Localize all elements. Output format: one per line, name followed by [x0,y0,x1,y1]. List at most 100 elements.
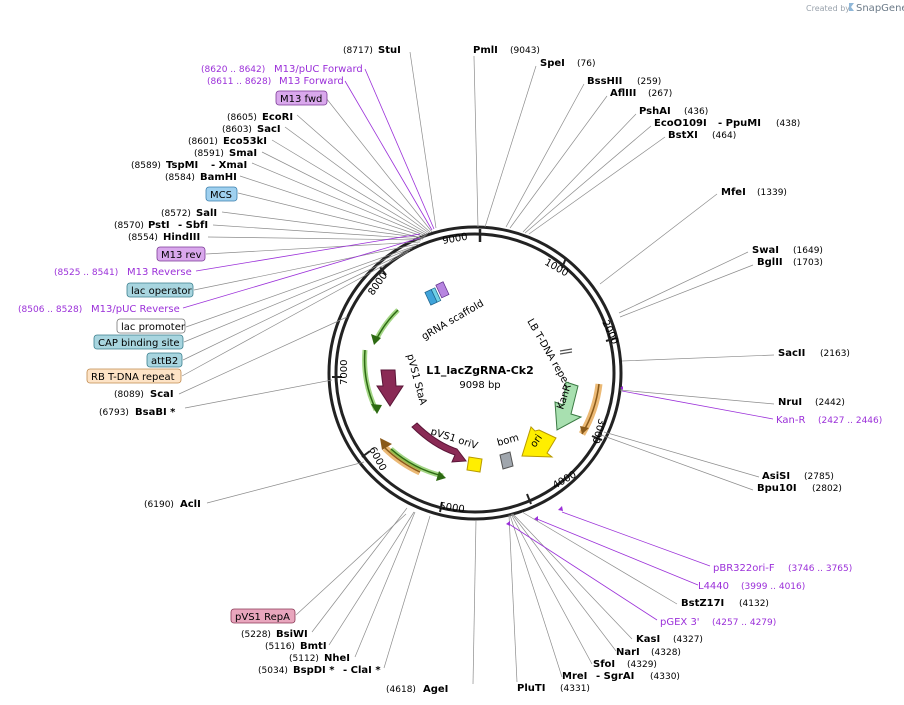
feature-lac-operator[interactable]: lac operator [126,282,194,298]
feature-label-lac-promoter: lac promoter [121,322,186,333]
enzyme-hindiii[interactable]: HindIII [163,232,200,243]
kanr-feature[interactable]: KanR [554,381,583,431]
enzyme-nari[interactable]: NarI [616,647,640,658]
enzyme-pos: (6793) [99,408,129,418]
enzyme-nhei[interactable]: NheI [324,653,350,664]
enzyme-pos: (8589) [131,161,161,171]
enzyme-pos: (2785) [804,472,834,482]
enzyme-clai[interactable]: - ClaI * [343,665,381,676]
leader-bamhi [239,175,426,238]
enzyme-sfoi[interactable]: SfoI [593,659,615,670]
enzyme-bpu10i[interactable]: Bpu10I [757,483,797,494]
leader-afliii [509,95,608,229]
primer-pgex-3[interactable]: pGEX 3' [660,617,700,628]
enzyme-bmti[interactable]: BmtI [300,641,327,652]
primer-m13puc-forward[interactable]: M13/pUC Forward [274,64,363,75]
enzyme-ppumi[interactable]: - PpuMI [718,118,761,129]
enzyme-pshai[interactable]: PshAI [639,106,671,117]
enzyme-pos: (1703) [793,258,823,268]
enzyme-afliii[interactable]: AflIII [610,88,636,99]
feature-cap-binding-site[interactable]: CAP binding site [93,334,184,350]
leader-lacop [193,243,419,291]
ori-feature[interactable]: ori [521,426,557,458]
primer-labels: (8620 .. 8642) M13/pUC Forward (8611 .. … [18,64,882,628]
leader-mfei [599,193,718,285]
enzyme-pos: (8591) [194,149,224,159]
feature-lac-promoter[interactable]: lac promoter [116,318,186,334]
enzyme-tspmi[interactable]: TspMI [166,160,198,171]
feature-label-mcs: MCS [210,190,232,201]
enzyme-bamhi[interactable]: BamHI [200,172,237,183]
enzyme-pos: (6190) [144,500,174,510]
arrow-icon [506,521,510,526]
pvs1-repa-arrow [411,422,467,463]
feature-label-cap: CAP binding site [98,338,180,349]
enzyme-scai[interactable]: ScaI [150,389,174,400]
enzyme-xmai[interactable]: - XmaI [211,160,247,171]
enzyme-ecoo109i[interactable]: EcoO109I [654,118,707,129]
feature-attb2[interactable]: attB2 [146,352,183,368]
enzyme-pmli[interactable]: PmlI [473,45,498,56]
enzyme-mfei[interactable]: MfeI [721,187,746,198]
feature-label-attb2: attB2 [151,356,178,367]
enzyme-acli[interactable]: AclI [180,499,201,510]
primer-pbr322ori-f[interactable]: pBR322ori-F [713,563,775,574]
enzyme-psti[interactable]: PstI [148,220,170,231]
pvs1-staa-feature[interactable]: pVS1 StaA [376,353,428,407]
enzyme-sbfi[interactable]: - SbfI [178,220,208,231]
enzyme-bsiwi[interactable]: BsiWI [276,629,308,640]
enzyme-swai[interactable]: SwaI [752,245,779,256]
enzyme-nrui[interactable]: NruI [778,397,802,408]
feature-box [156,246,206,262]
primer-m13puc-reverse[interactable]: M13/pUC Reverse [91,304,180,315]
enzyme-stui[interactable]: StuI [378,45,401,56]
enzyme-bsabi[interactable]: BsaBI * [135,407,176,418]
leader-smai [261,151,428,236]
enzyme-smai[interactable]: SmaI [229,148,257,159]
enzyme-spei[interactable]: SpeI [540,58,565,69]
primer-m13-forward[interactable]: M13 Forward [279,76,344,87]
enzyme-sgrai[interactable]: - SgrAI [596,671,634,682]
enzyme-bstxi[interactable]: BstXI [668,130,698,141]
primer-m13-reverse[interactable]: M13 Reverse [127,267,192,278]
leader-asisi [603,431,760,478]
primer-kan-r[interactable]: Kan-R [776,415,805,426]
enzyme-pluti[interactable]: PluTI [517,683,545,694]
bom-feature[interactable]: bom [496,433,520,470]
enzyme-agei[interactable]: AgeI [423,684,448,695]
enzyme-sacii[interactable]: SacII [778,348,805,359]
enzyme-bspdi[interactable]: BspDI * [293,665,335,676]
feature-mcs[interactable]: MCS [205,186,238,202]
feature-box [275,90,328,106]
pvs1-repa-arrow-feature[interactable] [411,422,467,463]
enzyme-pos: (2802) [812,484,842,494]
plasmid-name: L1_lacZgRNA-Ck2 [426,364,534,377]
enzyme-mrei[interactable]: MreI [562,671,587,682]
feature-rb-tdna-repeat[interactable]: RB T-DNA repeat [86,368,182,384]
arrow-icon [380,438,392,450]
enzyme-bstz17i[interactable]: BstZ17I [681,598,724,609]
leader-sali [221,211,425,239]
feature-m13-rev[interactable]: M13 rev [156,246,206,262]
enzyme-asisi[interactable]: AsiSI [762,471,790,482]
enzyme-sali[interactable]: SalI [196,208,217,219]
pvs1-oriv-box [466,456,483,473]
primer-l4440[interactable]: L4440 [698,581,729,592]
gRNA-scaffold-feature[interactable] [424,281,450,306]
lacz-arc-3[interactable] [373,308,400,342]
enzyme-kasi[interactable]: KasI [636,634,660,645]
enzyme-pos: (8554) [128,233,158,243]
feature-pvs1-repa[interactable]: pVS1 RepA [230,608,296,624]
enzyme-pos: (9043) [510,46,540,56]
leader-agei [472,519,477,685]
enzyme-pos: (4331) [560,684,590,694]
enzyme-eco53ki[interactable]: Eco53kI [223,136,267,147]
leader-bstz17i [521,511,678,605]
enzyme-saci[interactable]: SacI [257,124,281,135]
feature-m13-fwd[interactable]: M13 fwd [275,90,328,106]
enzyme-bsshii[interactable]: BssHII [587,76,622,87]
enzyme-bglii[interactable]: BglII [757,257,783,268]
enzyme-ecori[interactable]: EcoRI [262,112,293,123]
grna-block-3 [435,281,450,299]
leader-rbtdna [181,251,409,377]
